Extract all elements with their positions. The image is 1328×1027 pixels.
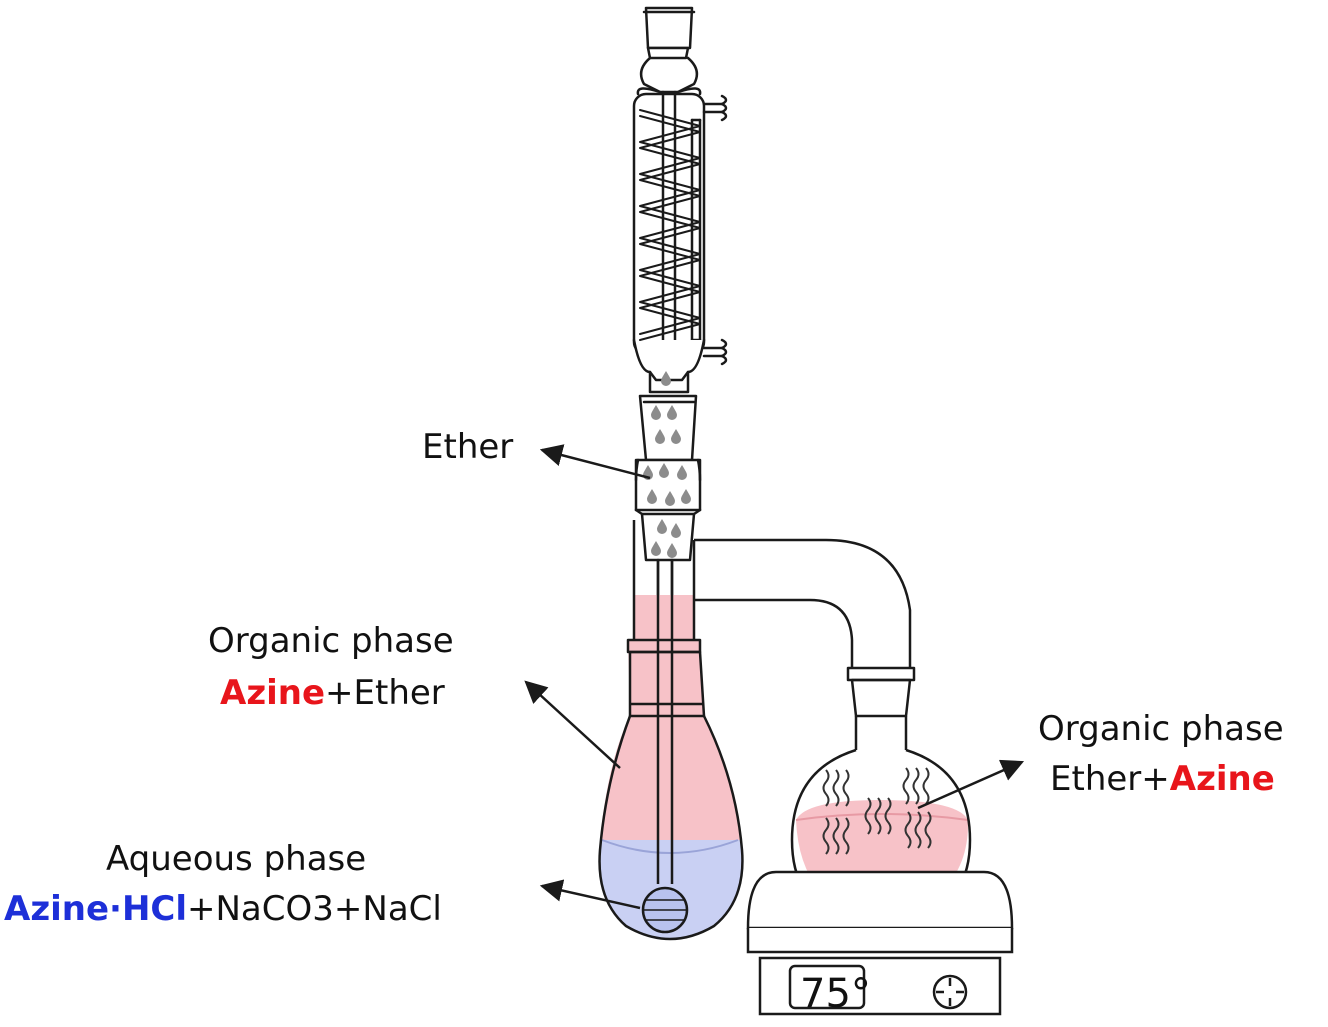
side-arm: [694, 538, 912, 668]
arrow-aqueous: [539, 879, 641, 910]
extraction-vessel: [598, 520, 744, 941]
label-organic-contents-left: Azine+Ether: [220, 673, 445, 713]
azine-hcl-highlight: Azine·HCl: [4, 889, 187, 929]
arrow-organic-left: [524, 680, 621, 769]
label-aqueous-phase: Aqueous phase: [106, 839, 367, 879]
hotplate: [746, 870, 1014, 1016]
condenser-coil: [639, 109, 701, 335]
label-organic-phase-right: Organic phase: [1038, 709, 1284, 749]
arrow-ether: [539, 444, 651, 480]
label-aqueous-contents: Azine·HCl+NaCO3+NaCl: [4, 889, 442, 929]
annotation-arrows: [524, 444, 1025, 910]
reflux-condenser: [632, 6, 728, 394]
label-organic-phase-left: Organic phase: [208, 621, 454, 661]
label-organic-contents-right: Ether+Azine: [1050, 759, 1275, 799]
azine-highlight: Azine: [220, 673, 326, 713]
label-ether: Ether: [422, 427, 514, 467]
azine-highlight: Azine: [1169, 759, 1275, 799]
hotplate-temperature-display: 75°: [800, 971, 871, 1017]
arrow-organic-right: [917, 759, 1025, 810]
